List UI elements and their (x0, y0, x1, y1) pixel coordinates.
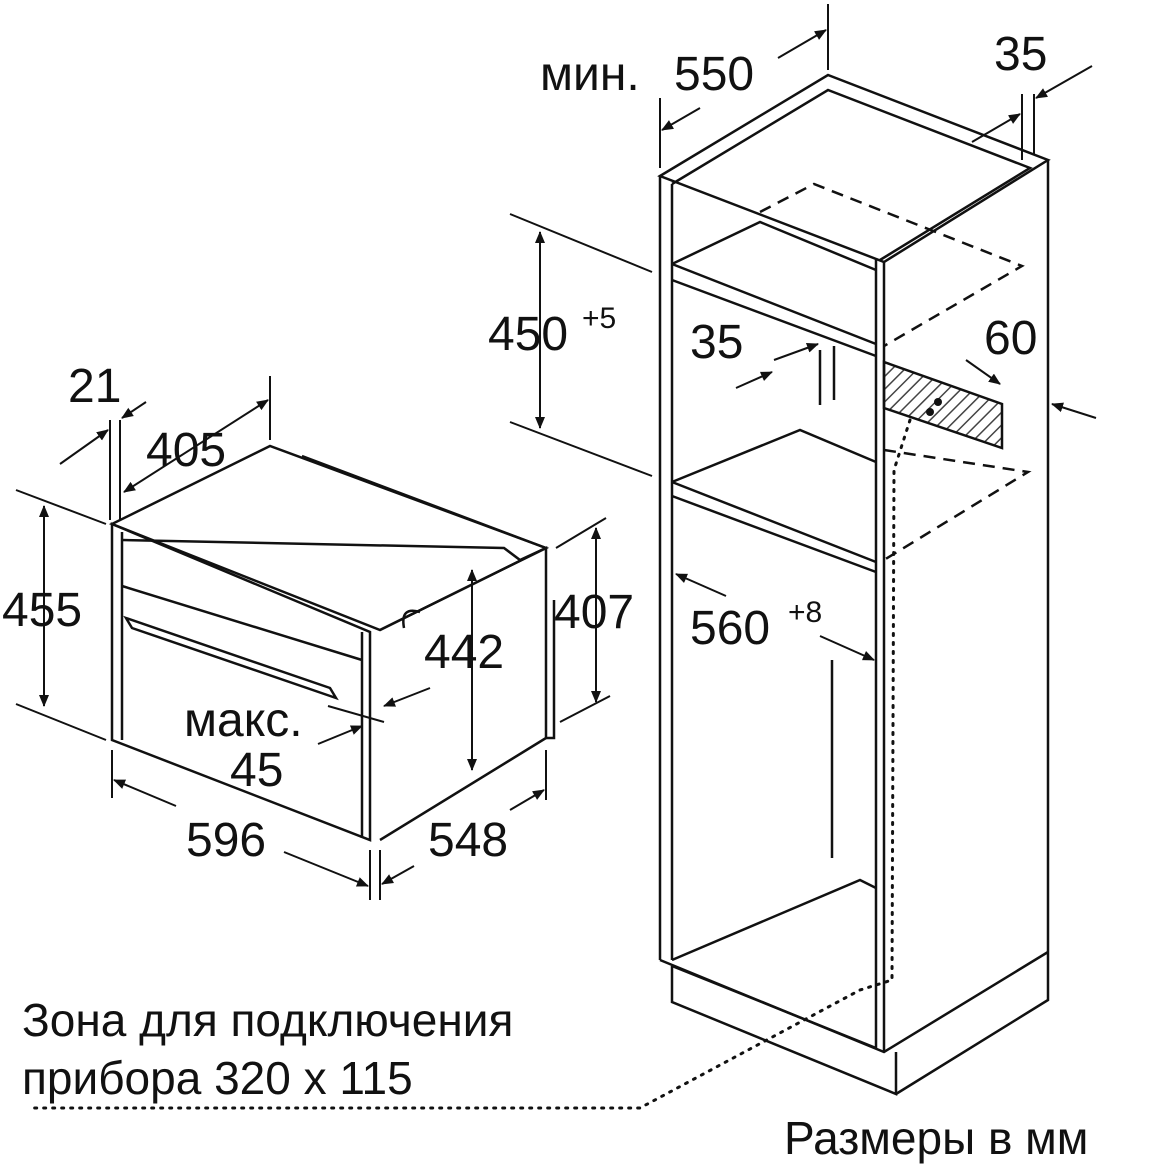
cabinet-top-face (657, 73, 1051, 264)
dim-label-top-35: 35 (994, 28, 1047, 81)
connection-dotted-line (28, 418, 912, 1110)
dim-label-min: мин. (540, 48, 640, 101)
dim-label-455: 455 (2, 584, 82, 637)
dimension-lines (15, 4, 1097, 900)
dim-label-405: 405 (146, 424, 226, 477)
vent-hatch-area (882, 360, 1004, 450)
dim-label-560-tolerance: +8 (788, 596, 822, 629)
connection-zone-line1: Зона для подключения (22, 994, 513, 1046)
dim-label-gap-35: 35 (690, 316, 743, 369)
door-handle (123, 615, 339, 701)
dim-label-548: 548 (428, 814, 508, 867)
connection-zone-line2: прибора 320 x 115 (22, 1052, 413, 1104)
dim-label-442: 442 (424, 626, 504, 679)
niche-dashed-outline (759, 182, 1032, 562)
dim-label-max-45: 45 (230, 744, 283, 797)
cabinet-labels: мин. 550 35 450 +5 35 60 560 +8 (488, 28, 1047, 655)
dim-label-550: 550 (674, 48, 754, 101)
cabinet-drawing (657, 73, 1051, 1096)
dim-label-596: 596 (186, 814, 266, 867)
notes: Зона для подключения прибора 320 x 115 Р… (22, 994, 1088, 1164)
appliance-drawing (108, 444, 556, 842)
dim-label-560: 560 (690, 602, 770, 655)
appliance-labels: 21 405 455 407 442 макс. 45 596 548 (2, 360, 634, 867)
appliance-front-face (110, 522, 372, 842)
dim-label-60: 60 (984, 312, 1037, 365)
dim-label-450-tolerance: +5 (582, 302, 616, 335)
dim-label-max: макс. (184, 694, 303, 747)
dim-label-407: 407 (554, 586, 634, 639)
socket-dot (926, 408, 934, 416)
units-note: Размеры в мм (784, 1112, 1088, 1164)
dim-label-450: 450 (488, 308, 568, 361)
socket-dot (934, 398, 942, 406)
dim-label-21: 21 (68, 360, 121, 413)
